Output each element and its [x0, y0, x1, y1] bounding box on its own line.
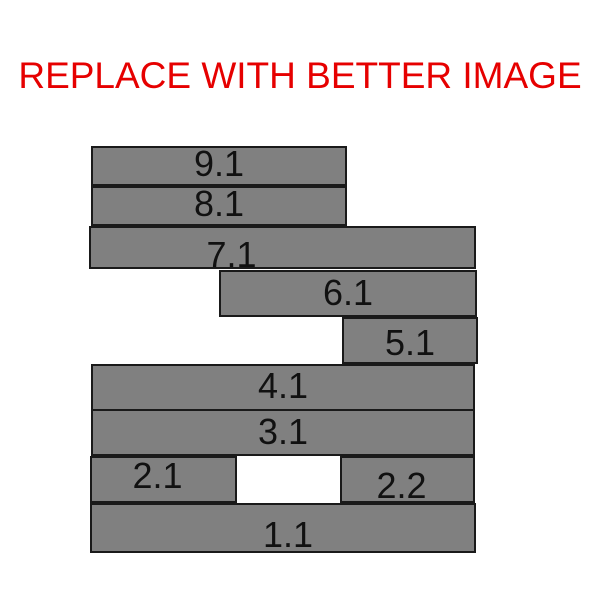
block-4-1: 4.1 — [91, 364, 475, 411]
block-3-1: 3.1 — [91, 409, 475, 456]
block-2-1: 2.1 — [90, 456, 237, 503]
block-7-1: 7.1 — [89, 226, 476, 273]
placeholder-banner: REPLACE WITH BETTER IMAGE — [18, 55, 582, 96]
block-label: 8.1 — [193, 183, 245, 224]
block-label: 6.1 — [322, 272, 374, 313]
block-label: 4.1 — [257, 365, 309, 406]
block-9-1: 9.1 — [91, 146, 347, 186]
block-label: 2.2 — [376, 465, 427, 506]
block-6-1: 6.1 — [219, 270, 477, 317]
block-8-1: 8.1 — [91, 186, 347, 226]
block-1-1: 1.1 — [90, 503, 476, 553]
block-label: 3.1 — [257, 411, 309, 452]
block-label: 7.1 — [206, 234, 257, 275]
block-label: 1.1 — [262, 514, 314, 555]
block-2-2: 2.2 — [340, 456, 475, 504]
block-label: 9.1 — [193, 143, 245, 184]
block-label: 5.1 — [384, 322, 436, 363]
block-5-1: 5.1 — [342, 317, 478, 364]
block-label: 2.1 — [132, 455, 183, 496]
